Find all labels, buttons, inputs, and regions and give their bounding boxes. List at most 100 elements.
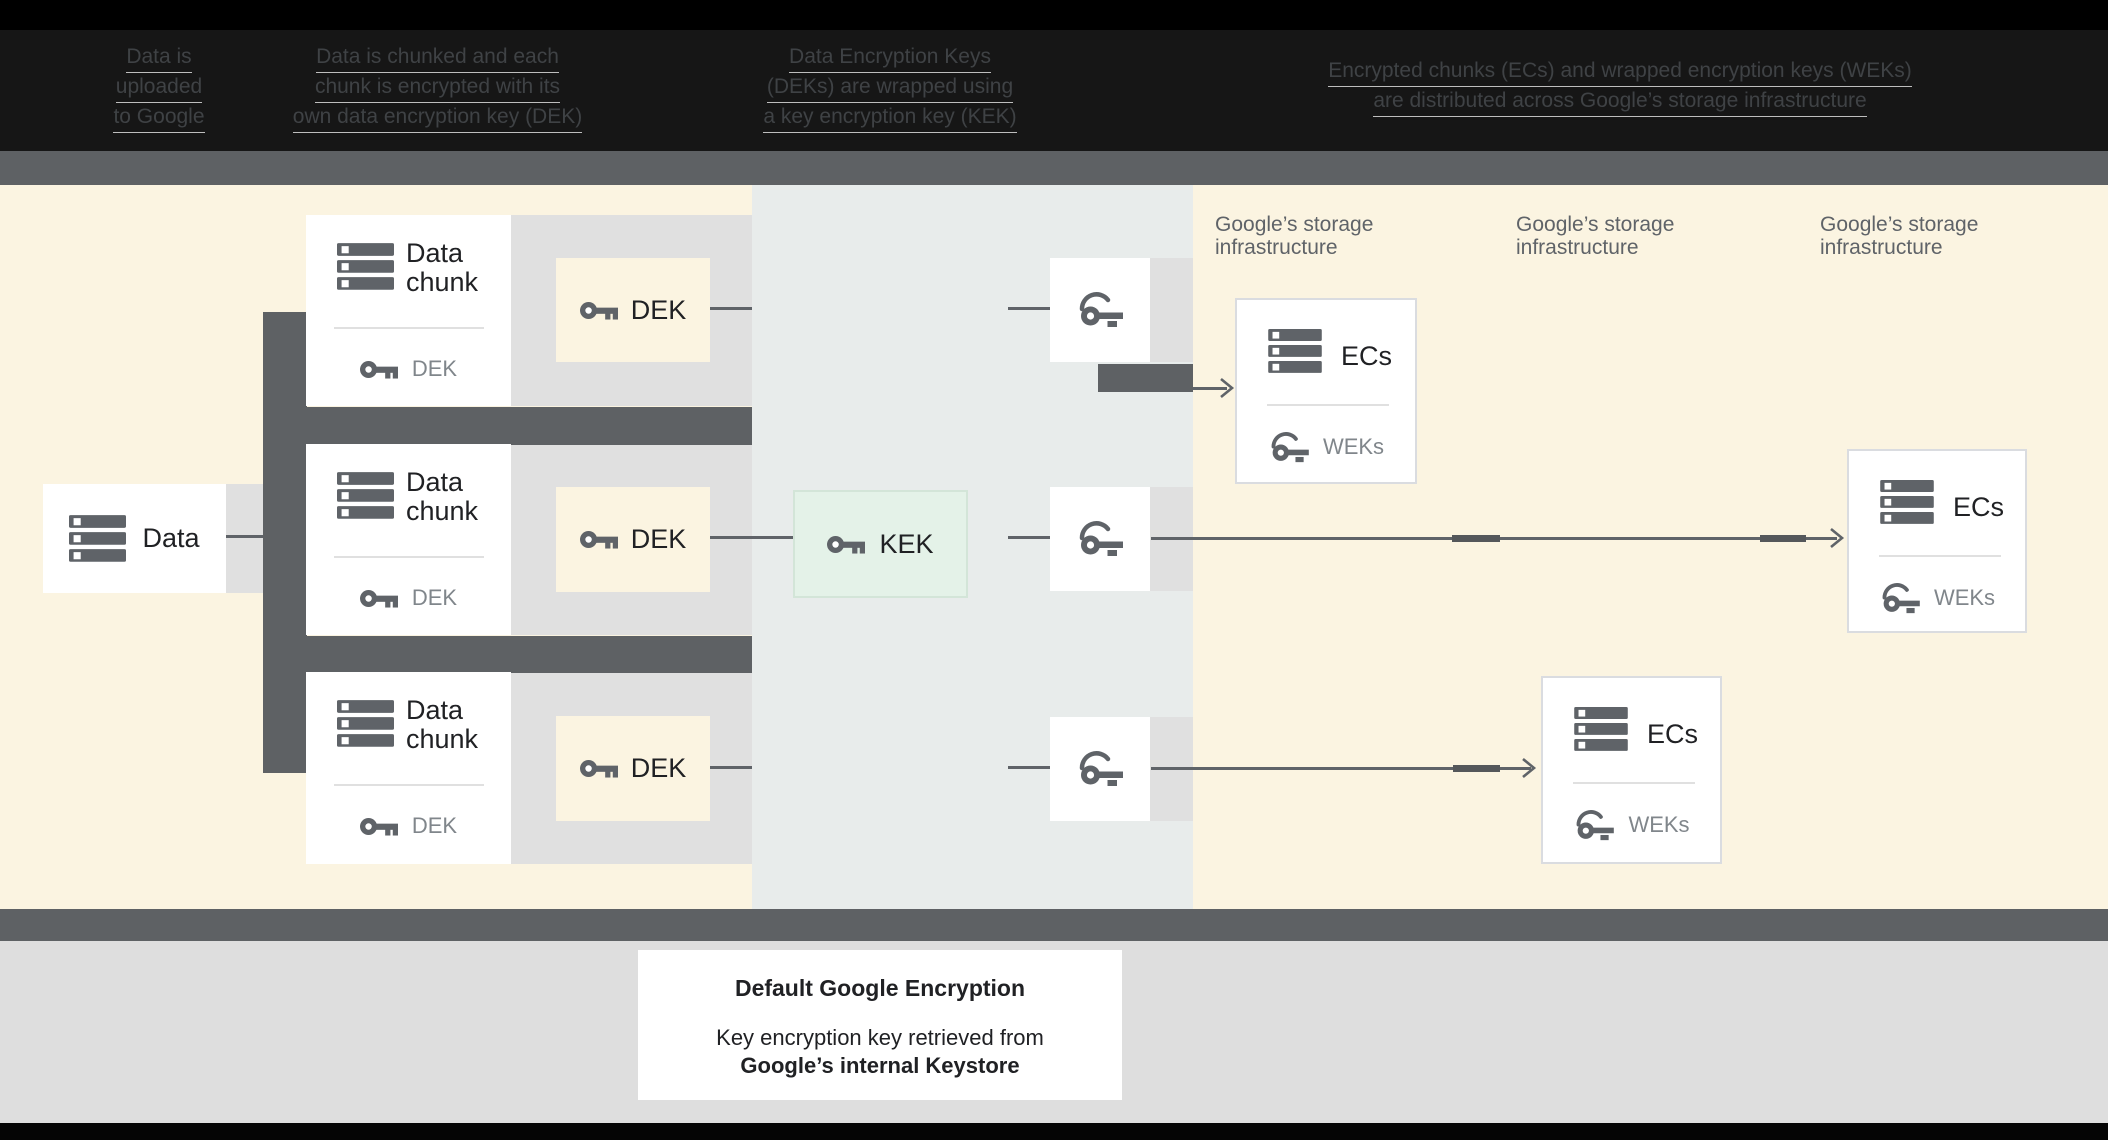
data-stack-icon — [337, 243, 394, 290]
connector-line — [710, 766, 752, 769]
ecs-box-label: ECs — [1341, 341, 1393, 371]
key-icon — [360, 815, 398, 838]
key-icon — [580, 758, 618, 779]
ecs-box: ECs WEKs — [1235, 298, 1417, 484]
data-box: Data — [43, 484, 226, 593]
data-stack-icon — [1573, 707, 1629, 751]
data-chunk-title-line: Data — [406, 695, 464, 725]
header-step-4-line: are distributed across Google’s storage … — [1373, 87, 1867, 117]
key-icon — [360, 587, 398, 610]
kek-box-label: KEK — [879, 528, 934, 559]
ecs-box: ECs WEKs — [1541, 676, 1722, 864]
chunk-dek-label: DEK — [411, 813, 458, 838]
data-chunk-box: Data chunk DEK — [306, 672, 511, 864]
chunk-dek-row: DEK — [306, 347, 511, 391]
divider — [1879, 555, 2001, 557]
data-chunk-title: Data chunk — [406, 696, 478, 754]
storage-label-line: Google’s storage — [1215, 213, 1374, 236]
bottom-divider-band — [0, 909, 2108, 941]
wrapped-key-icon — [1077, 751, 1123, 787]
data-stack-icon — [337, 700, 394, 747]
key-icon — [827, 534, 865, 555]
wrapped-key-icon — [1879, 583, 1921, 614]
storage-infrastructure-label: Google’s storage infrastructure — [1820, 213, 2060, 259]
data-chunk-title-line: Data — [406, 238, 464, 268]
wrapped-key-icon — [1268, 432, 1310, 463]
wrapped-key-icon — [1573, 810, 1615, 841]
data-chunk-title-line: chunk — [406, 724, 479, 754]
wek-pipe-band — [1098, 364, 1193, 392]
header-step-2-line: Data is chunked and each — [316, 43, 559, 73]
storage-infrastructure-label: Google’s storage infrastructure — [1215, 213, 1455, 259]
key-icon — [580, 529, 618, 550]
wrapped-key-box — [1050, 258, 1150, 362]
data-box-label: Data — [142, 523, 200, 553]
connector-line — [226, 535, 263, 538]
kek-box: KEK — [793, 490, 968, 598]
diagram-stage: Data Data chunk DEK Data chunk — [0, 185, 2108, 909]
connector-line — [1008, 307, 1050, 310]
chunk-dek-label: DEK — [411, 585, 458, 610]
header-step-1-line: uploaded — [115, 73, 203, 103]
bottom-black-bar — [0, 1123, 2108, 1140]
footer-area: Default Google Encryption Key encryption… — [0, 941, 2108, 1123]
caption-subtitle-line1: Key encryption key retrieved from — [716, 1025, 1044, 1050]
data-stack-icon — [69, 515, 126, 562]
arrowhead-icon — [1829, 527, 1845, 549]
divider — [334, 556, 484, 558]
header-step-2-line: own data encryption key (DEK) — [292, 103, 583, 133]
dek-box-label: DEK — [630, 753, 687, 783]
dek-box: DEK — [556, 487, 710, 592]
data-chunk-title: Data chunk — [406, 468, 478, 526]
trunk-connector — [263, 312, 307, 773]
data-chunk-box: Data chunk DEK — [306, 444, 511, 635]
flow-arrow-line — [1193, 387, 1227, 390]
arrowhead-icon — [1521, 757, 1537, 779]
ecs-box-label: ECs — [1953, 492, 2005, 522]
header-step-4: Encrypted chunks (ECs) and wrapped encry… — [1280, 57, 1960, 117]
header-step-4-line: Encrypted chunks (ECs) and wrapped encry… — [1328, 57, 1912, 87]
dek-box: DEK — [556, 716, 710, 821]
ecs-weks-row: WEKs — [1237, 422, 1415, 472]
chunk-dek-label: DEK — [411, 356, 458, 381]
data-chunk-title-line: Data — [406, 467, 464, 497]
storage-label-line: Google’s storage — [1516, 213, 1675, 236]
header-step-3: Data Encryption Keys (DEKs) are wrapped … — [730, 43, 1050, 133]
top-divider-band — [0, 151, 2108, 185]
data-chunk-title: Data chunk — [406, 239, 478, 297]
ecs-weks-label: WEKs — [1933, 585, 1996, 610]
caption-title: Default Google Encryption — [734, 975, 1026, 1001]
data-stack-icon — [1267, 329, 1323, 373]
header-step-1-line: Data is — [126, 43, 192, 73]
divider — [334, 784, 484, 786]
ecs-box: ECs WEKs — [1847, 449, 2027, 633]
storage-label-line: Google’s storage — [1820, 213, 1979, 236]
ecs-weks-label: WEKs — [1322, 434, 1385, 459]
data-stack-icon — [337, 472, 394, 519]
ecs-weks-label: WEKs — [1628, 812, 1690, 837]
data-chunk-title-line: chunk — [406, 267, 479, 297]
divider — [334, 327, 484, 329]
flow-arrow-segment — [1453, 765, 1500, 772]
connector-line — [710, 536, 793, 539]
header-step-1-line: to Google — [113, 103, 205, 133]
connector-line — [1008, 536, 1050, 539]
divider — [1573, 782, 1695, 784]
caption-box: Default Google Encryption Key encryption… — [638, 950, 1122, 1100]
connector-line — [1008, 766, 1050, 769]
divider — [1267, 404, 1389, 406]
header-step-3-line: Data Encryption Keys — [789, 43, 991, 73]
dek-box-label: DEK — [630, 294, 687, 325]
dek-box-label: DEK — [630, 524, 687, 554]
storage-label-line: infrastructure — [1215, 236, 1338, 259]
caption-subtitle-line2: Google’s internal Keystore — [740, 1053, 1020, 1078]
header-step-2-line: chunk is encrypted with its — [314, 73, 561, 103]
header-step-3-line: a key encryption key (KEK) — [763, 103, 1017, 133]
header-step-2: Data is chunked and each chunk is encryp… — [265, 43, 610, 133]
flow-arrow-segment — [1452, 535, 1500, 542]
connector-line — [710, 307, 752, 310]
header-band: Data is uploaded to Google Data is chunk… — [0, 0, 2108, 151]
flow-arrow-segment — [1760, 535, 1806, 542]
trunk-band-lower — [263, 636, 752, 673]
